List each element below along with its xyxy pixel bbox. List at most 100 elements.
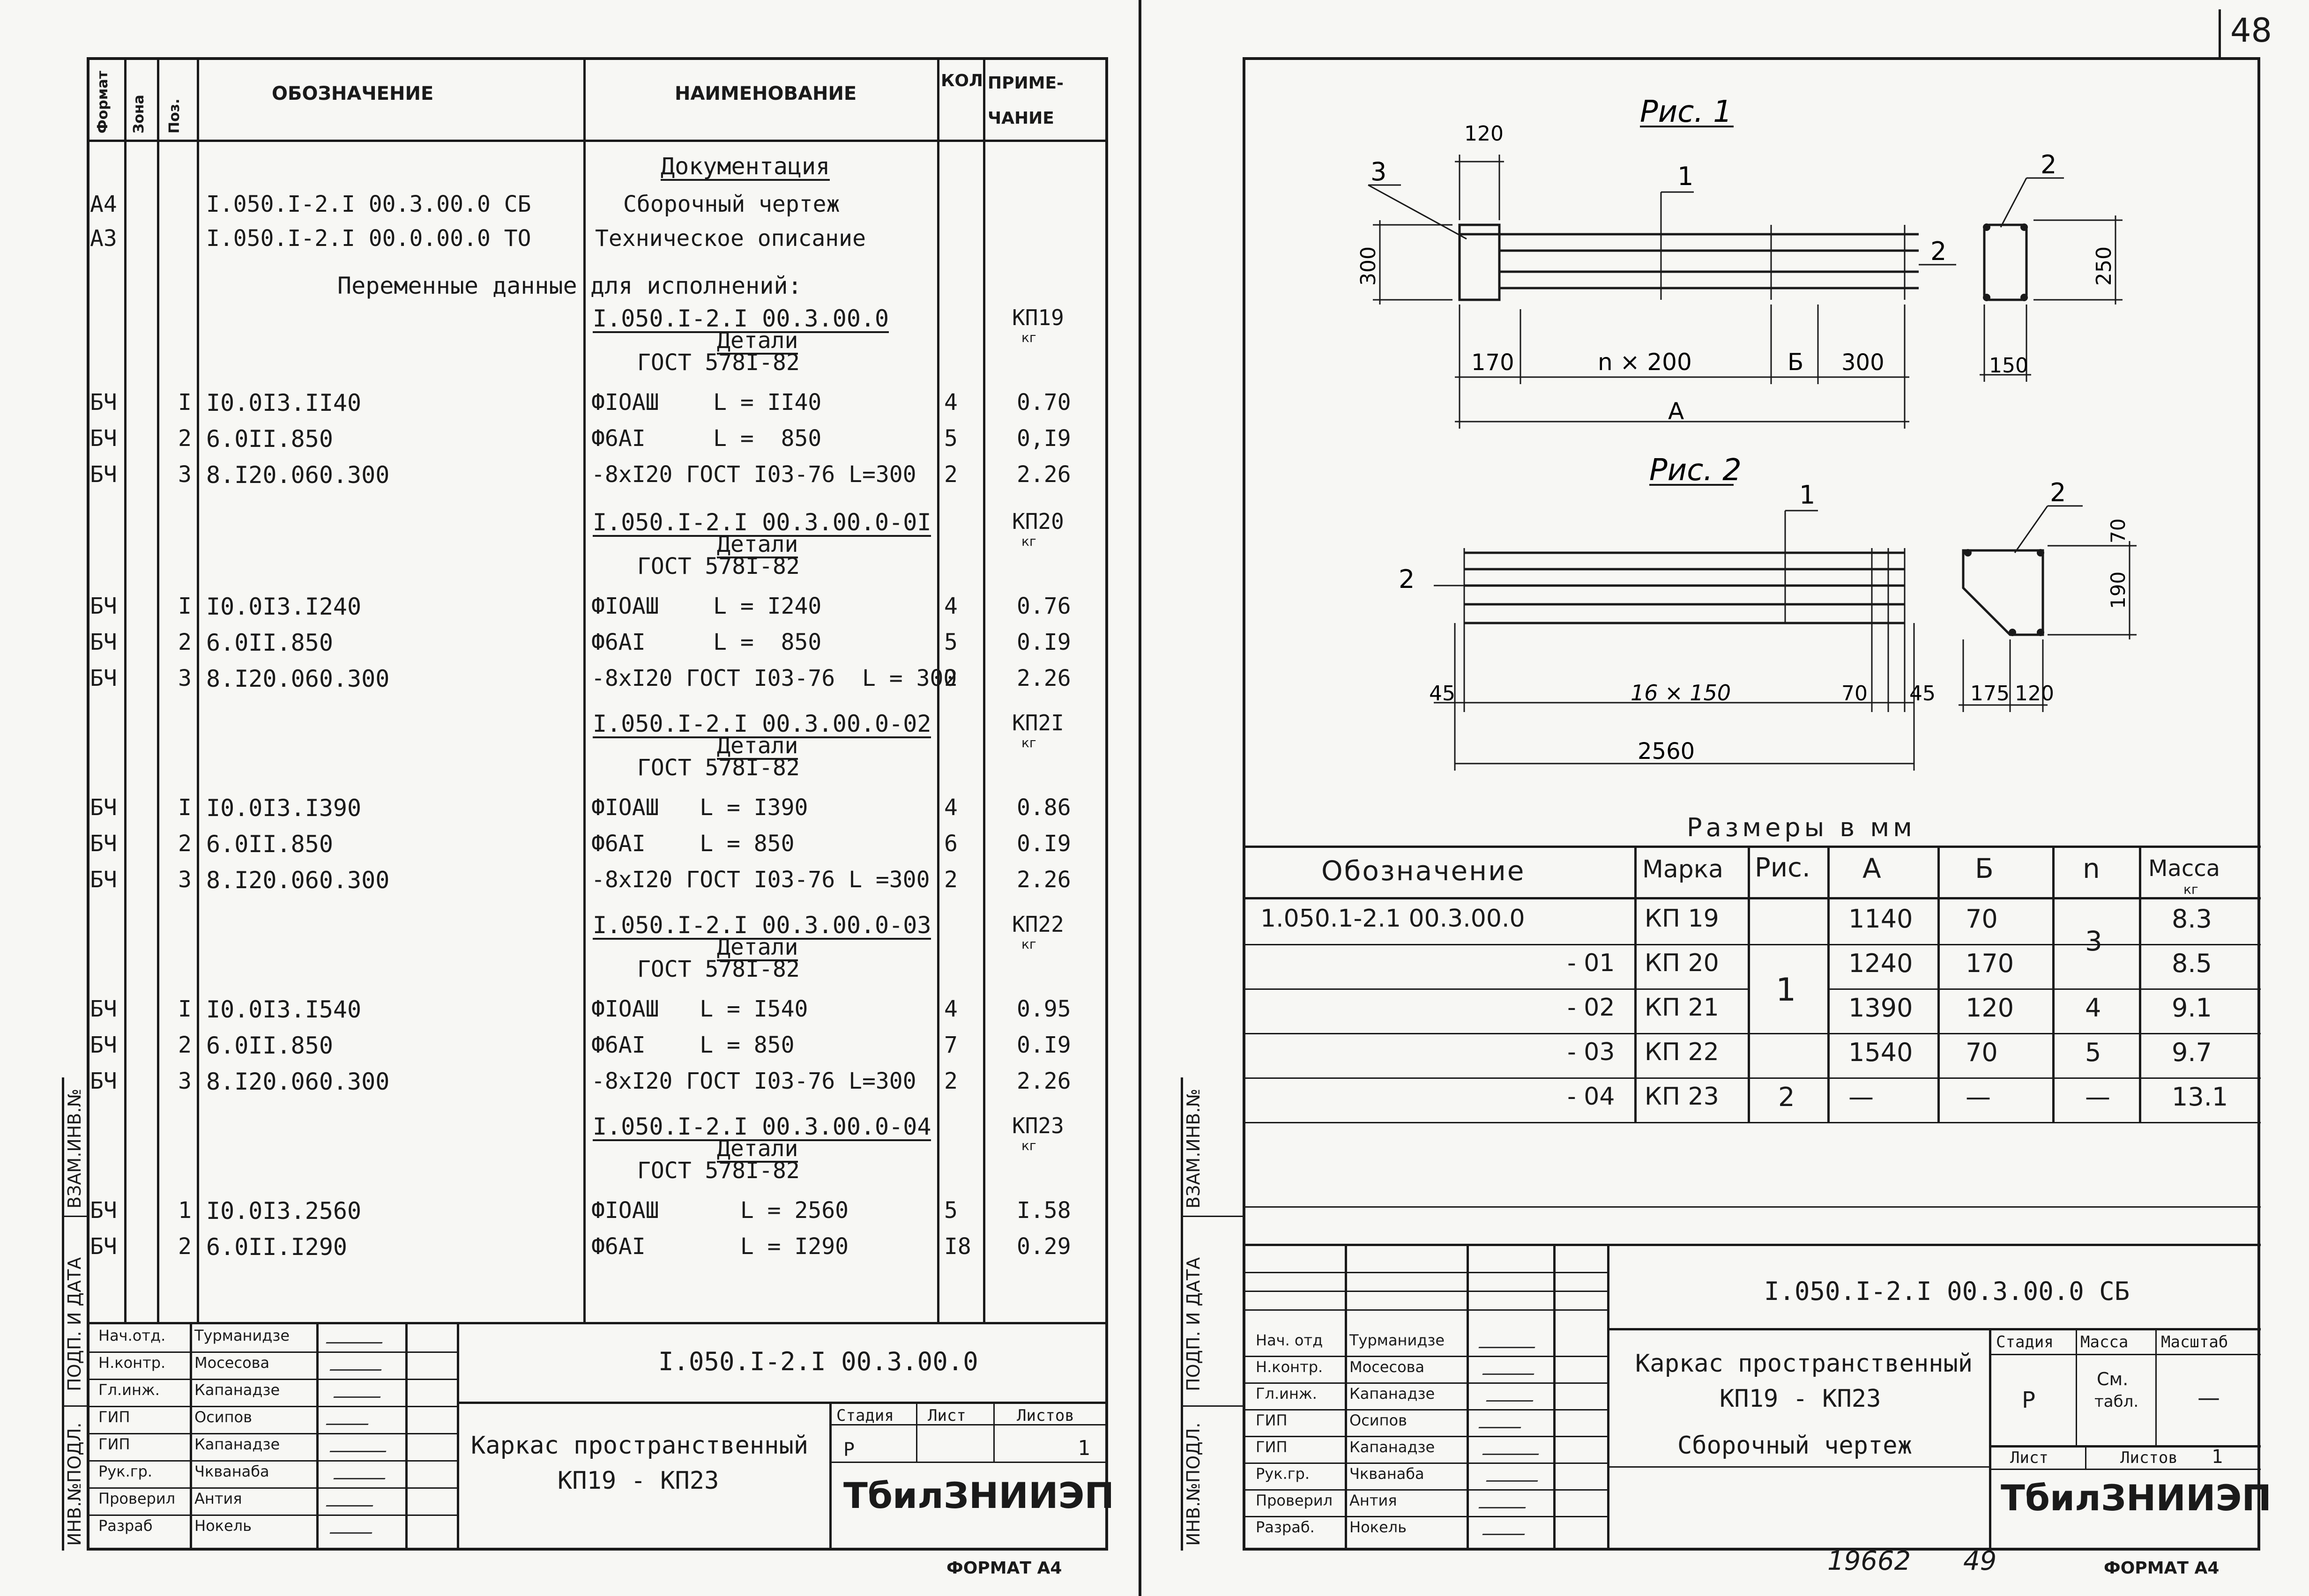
leader-1: 1	[1677, 162, 1693, 191]
leader-2: 2	[2041, 150, 2056, 179]
left-sheet-frame	[87, 57, 1108, 1551]
right-mass-value-2: табл.	[2094, 1392, 2139, 1411]
group-details: Детали	[717, 733, 798, 760]
bottom-number-2: 49	[1963, 1546, 1997, 1576]
row-mass: 0.I9	[1017, 629, 1071, 655]
row-qty: 5	[944, 1197, 958, 1224]
row-designation: I0.0I3.II40	[206, 389, 362, 416]
row-name: -8хI20 ГОСТ I03-76 L =300	[591, 867, 930, 893]
row-pos: I	[178, 593, 192, 619]
row-pos: I	[178, 794, 192, 821]
figure-drawings: Рис. 1 Рис. 2 120 300 250 150 170 n × 20…	[1356, 95, 2137, 771]
group-details: Детали	[717, 531, 798, 558]
row-mass: 0.I9	[1017, 1032, 1071, 1058]
doc-format: А3	[90, 225, 117, 252]
dim-70v: 70	[2107, 519, 2130, 543]
stamp-name: Капанадзе	[194, 1435, 280, 1453]
stamp-name: Турманидзе	[1349, 1331, 1445, 1349]
row-name: ФIОАШ L = I540	[591, 996, 808, 1022]
stamp-name: Чкванаба	[1349, 1465, 1424, 1483]
row-format: БЧ	[90, 1197, 117, 1224]
signature	[1478, 1497, 1530, 1508]
tr-n: —	[2085, 1082, 2110, 1112]
row-qty: I8	[944, 1233, 971, 1260]
row-format: БЧ	[90, 1233, 117, 1260]
fig-merged: 1	[1776, 972, 1796, 1009]
signature	[1478, 1417, 1525, 1428]
row-designation: 8.I20.060.300	[206, 867, 390, 894]
row-qty: 4	[944, 794, 958, 821]
row-mass: 0.29	[1017, 1233, 1071, 1260]
row-format: БЧ	[90, 867, 117, 893]
row-qty: 4	[944, 389, 958, 416]
group-gost: ГОСТ 578I-82	[637, 349, 800, 376]
stamp-role: ГИП	[98, 1435, 130, 1453]
right-stamp-title-2: КП19 - КП23	[1720, 1385, 1881, 1413]
row-qty: 2	[944, 867, 958, 893]
tr-mark: КП 19	[1645, 905, 1719, 933]
row-mass: 2.26	[1017, 665, 1071, 691]
tr-n: 4	[2085, 993, 2101, 1023]
right-mass-value-1: См.	[2097, 1369, 2129, 1389]
left-format: ФОРМАТ А4	[946, 1559, 1062, 1578]
row-pos: I	[178, 996, 192, 1022]
doc-designation: I.050.I-2.I 00.3.00.0 СБ	[206, 191, 531, 217]
right-scale-label: Масштаб	[2161, 1333, 2228, 1351]
row-pos: 2	[178, 1233, 192, 1260]
group-note: КП2I	[1012, 710, 1064, 735]
th-designation: Обозначение	[1321, 855, 1526, 887]
group-title: I.050.I-2.I 00.3.00.0-03	[593, 912, 931, 940]
leader-2: 2	[2050, 478, 2066, 507]
fig2-title: Рис. 2	[1649, 453, 1742, 488]
dim-150: 150	[1989, 354, 2028, 378]
tr-designation: - 04	[1567, 1083, 1615, 1111]
dim-a: А	[1668, 398, 1684, 425]
stamp-role: Проверил	[1256, 1492, 1333, 1509]
th-n: n	[2083, 853, 2100, 884]
left-org: ТбилЗНИИЭП	[843, 1475, 1115, 1516]
row-format: БЧ	[90, 1068, 117, 1094]
tr-mass: 13.1	[2172, 1082, 2228, 1112]
left-sheets-value: 1	[1078, 1436, 1090, 1460]
row-name: Ф6АI L = 850	[591, 425, 822, 452]
dim-n200: n × 200	[1598, 349, 1692, 376]
signature	[1486, 1390, 1537, 1402]
group-gost: ГОСТ 578I-82	[637, 1158, 800, 1184]
row-designation: 8.I20.060.300	[206, 1068, 390, 1095]
col-designation: ОБОЗНАЧЕНИЕ	[272, 83, 434, 104]
row-format: БЧ	[90, 996, 117, 1022]
row-format: БЧ	[90, 593, 117, 619]
tr-a: 1390	[1848, 993, 1913, 1023]
left-sheet: ИНВ.№ПОДЛ. ПОДП. И ДАТА ВЗАМ.ИНВ.№ Форма…	[0, 0, 1143, 1596]
stamp-name: Осипов	[1349, 1411, 1407, 1429]
tr-designation: - 03	[1567, 1038, 1615, 1066]
right-format: ФОРМАТ А4	[2104, 1559, 2220, 1578]
th-mass-unit: кг	[2183, 882, 2198, 897]
group-details: Детали	[717, 1136, 798, 1163]
tr-a: 1540	[1848, 1038, 1913, 1067]
variable-data-label: Переменные данные	[337, 272, 577, 299]
tr-a: 1140	[1848, 904, 1913, 934]
stamp-role: ГИП	[1256, 1411, 1288, 1429]
row-designation: 8.I20.060.300	[206, 461, 390, 489]
leader-2: 2	[1930, 237, 1946, 266]
row-designation: 8.I20.060.300	[206, 665, 390, 692]
row-pos: 2	[178, 1032, 192, 1058]
tr-n: 5	[2085, 1038, 2101, 1067]
tr-b: 70	[1966, 1038, 1998, 1067]
tr-mass: 9.1	[2172, 993, 2212, 1023]
stamp-role: ГИП	[98, 1408, 130, 1426]
col-note-1: ПРИМЕ-	[988, 74, 1064, 93]
group-note: КП22	[1012, 912, 1064, 937]
tr-mark: КП 22	[1645, 1038, 1719, 1066]
row-mass: 0.95	[1017, 996, 1071, 1022]
right-scale-value: —	[2197, 1385, 2220, 1411]
row-qty: 2	[944, 665, 958, 691]
row-designation: 6.0II.850	[206, 425, 333, 453]
right-sheet-label: Лист	[2010, 1448, 2048, 1467]
stamp-role: Н.контр.	[98, 1354, 166, 1372]
row-designation: 6.0II.I290	[206, 1233, 348, 1261]
tr-mark: КП 23	[1645, 1083, 1719, 1111]
row-qty: 2	[944, 1068, 958, 1094]
left-stage-label: Стадия	[836, 1406, 894, 1425]
